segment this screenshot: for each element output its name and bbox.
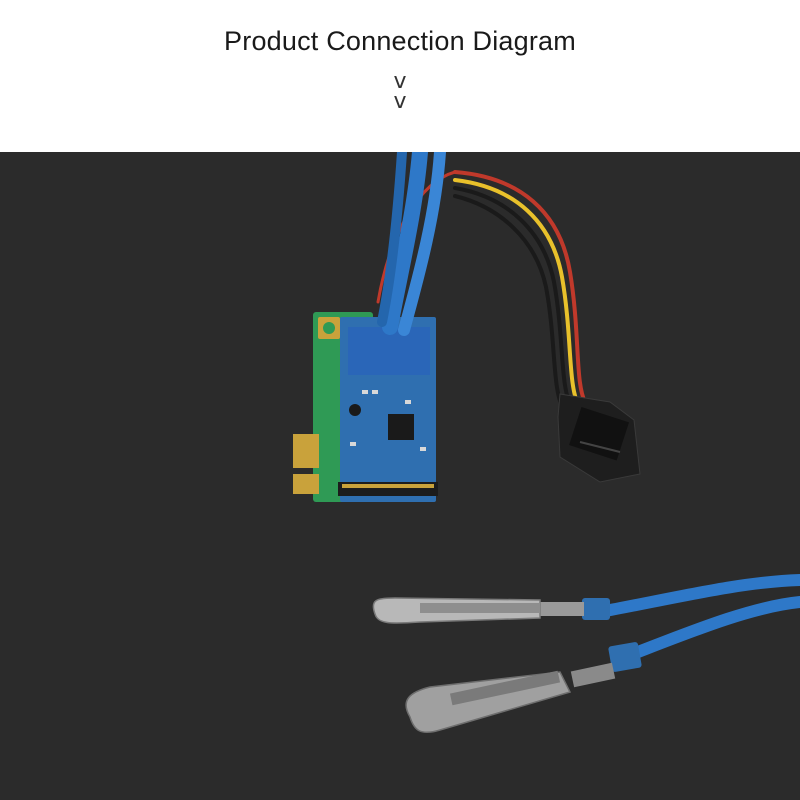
chevron-down-icon: v v bbox=[0, 69, 800, 114]
sata-power-connector-icon bbox=[557, 393, 641, 483]
page-title: Product Connection Diagram bbox=[224, 26, 576, 56]
usb-header-cable-icon bbox=[377, 152, 446, 336]
chevron-glyph-1: v bbox=[393, 69, 407, 94]
usb-cable-icon bbox=[594, 574, 800, 663]
pcie-card-icon bbox=[293, 312, 438, 502]
product-photo-illustration bbox=[293, 152, 800, 734]
chevron-glyph-2: v bbox=[393, 89, 407, 114]
header: Product Connection Diagram v v bbox=[0, 0, 800, 152]
usb-bracket-plug-icon-2 bbox=[405, 642, 642, 734]
usb-bracket-plug-icon bbox=[372, 597, 610, 624]
product-photo bbox=[0, 152, 800, 800]
